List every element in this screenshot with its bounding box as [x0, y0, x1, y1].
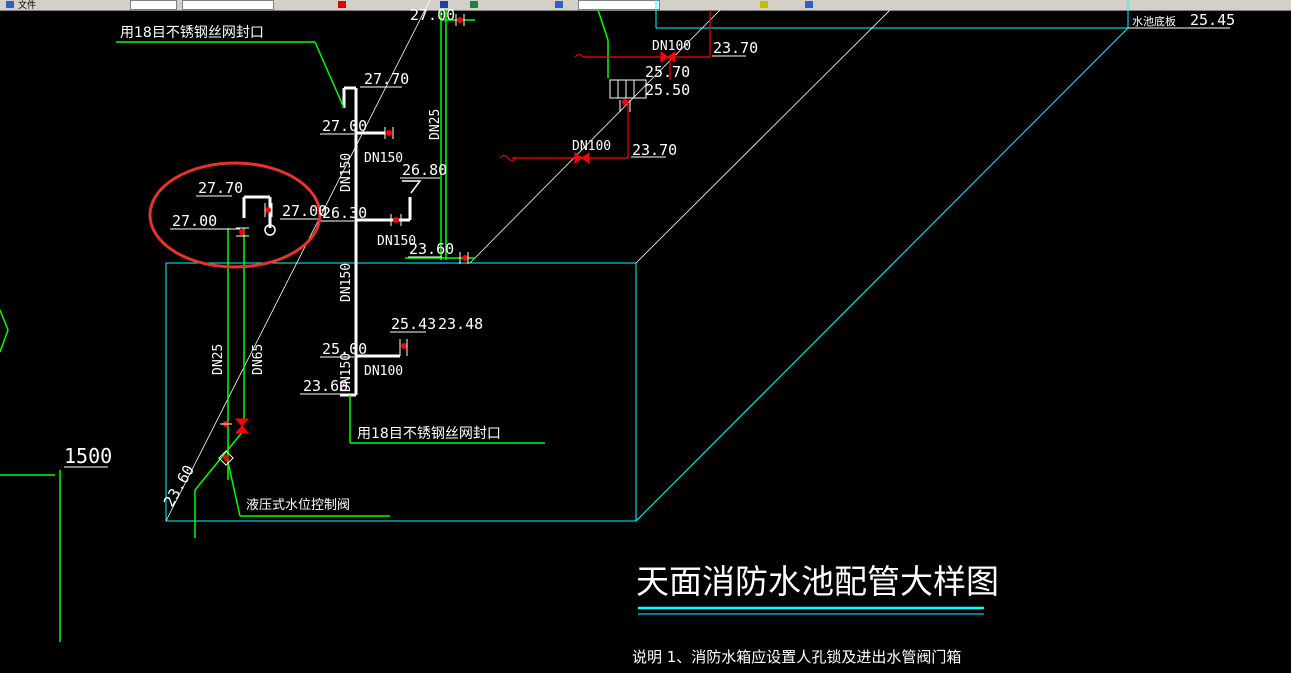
- elev-25-00: 25.00: [322, 340, 367, 358]
- valve-symbols: [218, 14, 647, 466]
- elev-27-00-box-right: 27.00: [282, 202, 327, 220]
- elev-25-43: 25.43: [391, 315, 436, 333]
- tank-bottom-label: 水池底板: [1132, 14, 1176, 28]
- elev-25-70: 25.70: [645, 63, 690, 81]
- dn100-c: DN100: [652, 39, 691, 54]
- elev-23-60-low: 23.60: [303, 377, 348, 395]
- menu-label[interactable]: 文件: [18, 1, 37, 11]
- hydraulic-valve-label: 液压式水位控制阀: [246, 498, 350, 513]
- valve-icons: [223, 17, 676, 461]
- elev-26-80: 26.80: [402, 161, 447, 179]
- dn150-b: DN150: [377, 234, 416, 249]
- dn150-e: DN150: [339, 353, 354, 392]
- elev-23-48: 23.48: [438, 315, 483, 333]
- help-icon[interactable]: [805, 1, 813, 8]
- float-ball-icon: [264, 224, 276, 236]
- mesh-seal-note-bottom: 用18目不锈钢丝网封口: [357, 426, 501, 442]
- green-leaders: [0, 9, 609, 642]
- elev-27-00-top: 27.00: [410, 6, 455, 24]
- elev-27-00-main: 27.00: [322, 117, 367, 135]
- mesh-seal-note-top: 用18目不锈钢丝网封口: [120, 25, 264, 41]
- drawing-title: 天面消防水池配管大样图: [636, 562, 999, 601]
- elev-25-50: 25.50: [645, 81, 690, 99]
- save-icon[interactable]: [440, 1, 448, 8]
- color-icon[interactable]: [338, 1, 346, 8]
- diameter-labels: DN150 DN150 DN100 DN100 DN100 DN150 DN15…: [211, 39, 691, 392]
- elev-23-60-mid: 23.60: [409, 240, 454, 258]
- cad-toolbar: 文件: [0, 0, 1291, 11]
- elev-23-70-a: 23.70: [713, 39, 758, 57]
- dn100-b: DN100: [572, 139, 611, 154]
- elev-26-30: 26.30: [322, 204, 367, 222]
- dn25-b: DN25: [211, 344, 226, 375]
- red-pipes: [512, 10, 711, 159]
- elev-27-70-main: 27.70: [364, 70, 409, 88]
- dn150-c: DN150: [339, 153, 354, 192]
- dn65: DN65: [251, 344, 266, 375]
- lineweight-combo[interactable]: [578, 0, 660, 10]
- funnel-icon: [402, 180, 422, 194]
- menu-icon[interactable]: [6, 1, 14, 8]
- elev-1500: 1500: [64, 444, 112, 468]
- elev-27-00-box: 27.00: [172, 212, 217, 230]
- dn25-a: DN25: [428, 109, 443, 140]
- elev-23-70-b: 23.70: [632, 141, 677, 159]
- pipes: [242, 86, 412, 397]
- layer-state-icon[interactable]: [760, 1, 768, 8]
- break-symbol-icon: [574, 54, 584, 58]
- break-symbol-icon: [499, 155, 517, 161]
- print-icon[interactable]: [470, 1, 478, 8]
- layer-combo[interactable]: [130, 0, 177, 10]
- drawing-note: 说明 1、消防水箱应设置人孔锁及进出水管阀门箱: [632, 648, 961, 666]
- highlight-circle: [148, 161, 322, 269]
- dn150-d: DN150: [339, 263, 354, 302]
- zoom-icon[interactable]: [555, 1, 563, 8]
- style-combo[interactable]: [182, 0, 274, 10]
- dn150-a: DN150: [364, 151, 403, 166]
- elev-27-70-box: 27.70: [198, 179, 243, 197]
- dn100-a: DN100: [364, 364, 403, 379]
- elevation-underlines: [64, 27, 1230, 468]
- tank-bottom-elev: 25.45: [1190, 11, 1235, 29]
